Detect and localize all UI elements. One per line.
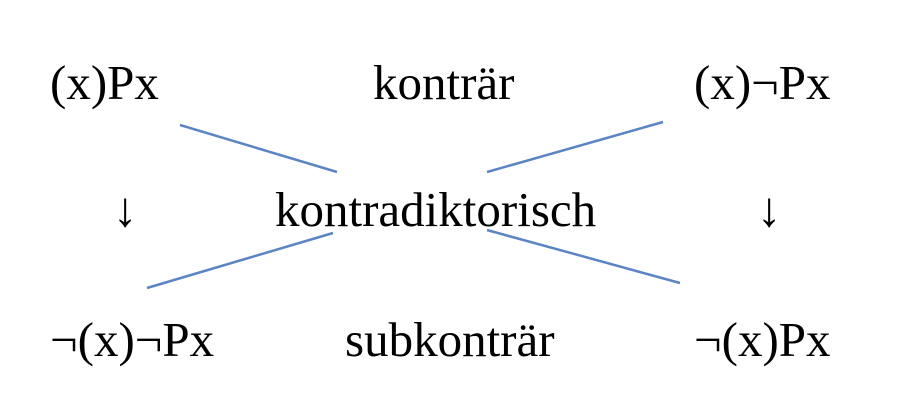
arrow-down-left-icon: ↓	[113, 182, 138, 237]
label-contrary: konträr	[373, 55, 515, 110]
particular-affirmative: ¬(x)¬Px	[50, 312, 215, 367]
line-bottom-left	[146, 231, 334, 290]
arrow-down-right-icon: ↓	[757, 182, 782, 237]
label-contradictory: kontradiktorisch	[275, 182, 597, 237]
universal-negative: (x)¬Px	[694, 55, 831, 110]
universal-affirmative: (x)Px	[50, 55, 159, 110]
line-top-left	[179, 123, 338, 174]
particular-negative: ¬(x)Px	[694, 312, 831, 367]
line-top-right	[486, 120, 664, 174]
label-subcontrary: subkonträr	[345, 312, 555, 367]
line-bottom-right	[486, 228, 681, 285]
